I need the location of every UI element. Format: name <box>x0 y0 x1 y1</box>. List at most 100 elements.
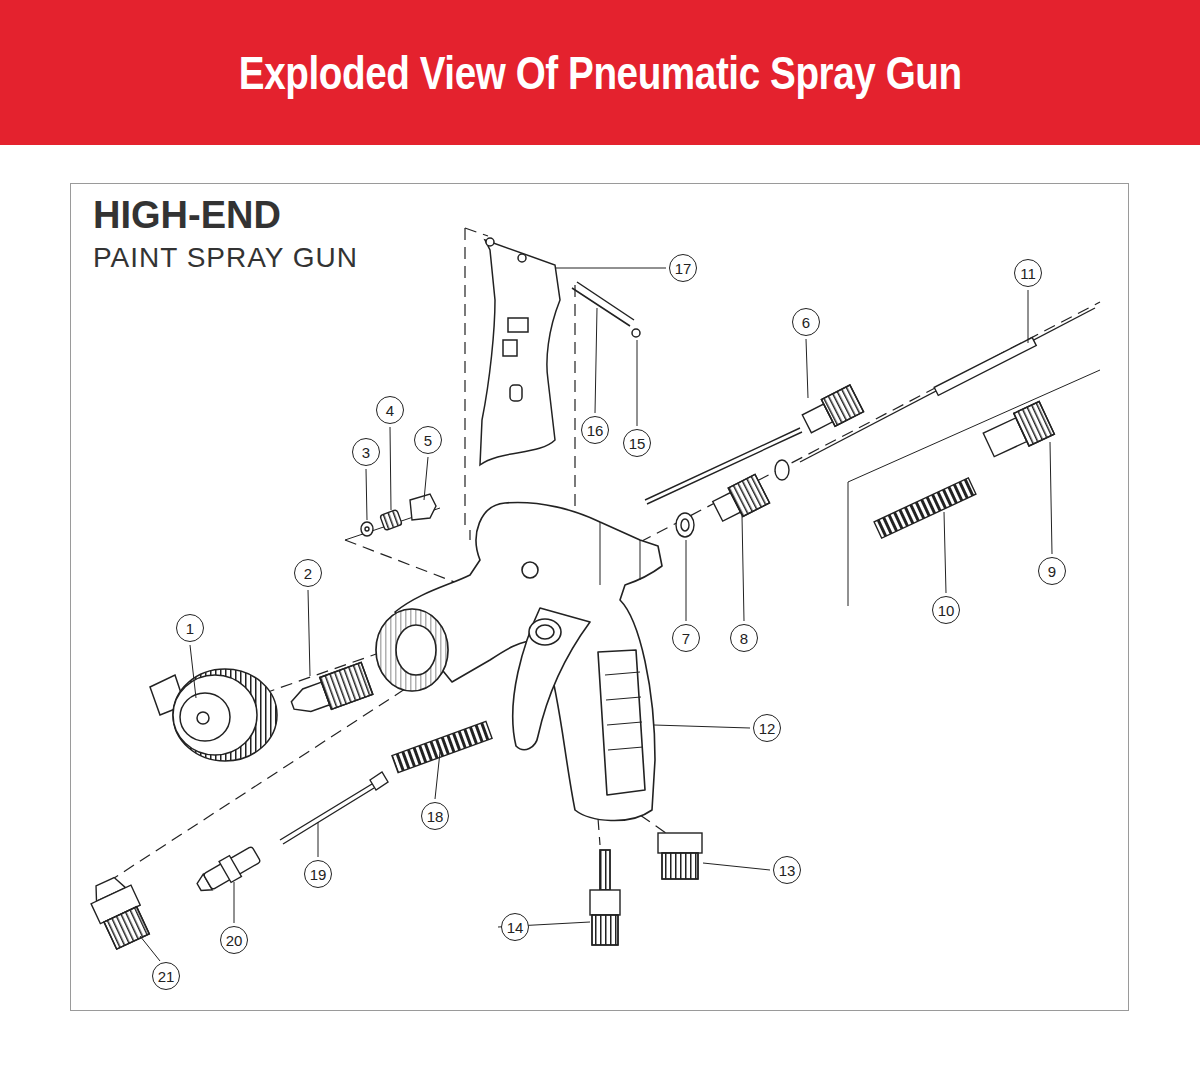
needle-assembly <box>800 308 1095 462</box>
needle-assembly <box>728 474 769 516</box>
air-fittings <box>590 890 620 915</box>
callout-number: 5 <box>424 433 432 448</box>
callout-number: 2 <box>304 566 312 581</box>
needle-assembly <box>676 513 694 537</box>
fluid-inlet-parts <box>203 846 260 890</box>
callout-number: 20 <box>226 933 243 948</box>
callout-circle: 7 <box>672 624 700 652</box>
callout-circle: 19 <box>304 860 332 888</box>
leader-lines <box>703 863 770 870</box>
dashed-axes <box>345 540 470 588</box>
air-cap <box>180 693 230 741</box>
callout-number: 14 <box>507 920 524 935</box>
callout-number: 12 <box>759 721 776 736</box>
trigger-plate <box>480 238 640 465</box>
needle-assembly <box>874 478 976 538</box>
leader-lines <box>944 512 946 593</box>
gun-body <box>529 619 561 645</box>
leader-lines <box>318 822 319 857</box>
gun-body <box>396 625 436 675</box>
callout-circle: 17 <box>669 254 697 282</box>
leader-lines <box>595 308 597 413</box>
fluid-inlet-parts <box>280 784 374 844</box>
callout-number: 3 <box>362 445 370 460</box>
callout-circle: 2 <box>294 559 322 587</box>
air-fittings <box>600 850 610 890</box>
gun-body <box>536 625 554 639</box>
bracket-lines <box>848 370 1100 482</box>
leader-lines <box>390 427 391 510</box>
leader-lines <box>1050 442 1052 554</box>
callout-circle: 4 <box>376 396 404 424</box>
leader-lines <box>654 725 750 728</box>
needle-assembly <box>681 519 689 531</box>
dashed-axes <box>598 818 600 845</box>
leader-lines <box>366 469 367 520</box>
dashed-axes <box>464 228 465 530</box>
callout-circle: 8 <box>730 624 758 652</box>
gun-body <box>605 672 643 750</box>
gun-body <box>600 522 640 585</box>
leader-lines <box>556 268 666 269</box>
callout-number: 21 <box>158 969 175 984</box>
air-fittings <box>662 853 698 879</box>
bracket-lines <box>848 482 849 606</box>
air-fittings <box>658 833 702 853</box>
callout-circle: 18 <box>421 802 449 830</box>
needle-assembly <box>821 385 863 426</box>
fluid-inlet-parts <box>219 856 241 883</box>
air-fittings <box>592 915 618 945</box>
leader-lines <box>234 882 235 923</box>
gun-body <box>376 609 448 691</box>
callout-circle: 12 <box>753 714 781 742</box>
callout-number: 1 <box>186 621 194 636</box>
needle-assembly <box>710 474 769 525</box>
trigger-plate <box>503 340 517 356</box>
needle-assembly <box>981 402 1054 462</box>
trigger-plate <box>572 282 634 326</box>
gun-body <box>522 562 538 578</box>
callout-number: 18 <box>427 809 444 824</box>
dashed-axes <box>469 530 470 540</box>
gun-body <box>376 502 662 820</box>
small-parts <box>361 494 436 536</box>
small-parts <box>361 522 373 536</box>
fluid-inlet-parts <box>193 844 262 898</box>
small-parts <box>365 527 369 531</box>
fluid-nozzle <box>287 662 373 721</box>
callout-number: 11 <box>1020 266 1036 281</box>
callout-number: 16 <box>587 423 604 438</box>
leader-lines <box>806 339 808 398</box>
callout-circle: 15 <box>623 429 651 457</box>
fluid-inlet-parts <box>104 907 149 949</box>
air-cap <box>173 669 277 761</box>
callout-circle: 1 <box>176 614 204 642</box>
air-cap <box>197 712 209 724</box>
panel-subheading: PAINT SPRAY GUN <box>93 242 358 274</box>
page-title: Exploded View Of Pneumatic Spray Gun <box>239 46 962 100</box>
leader-lines <box>140 936 160 961</box>
trigger-plate <box>518 254 526 262</box>
air-fittings <box>658 833 702 879</box>
air-fittings <box>590 833 702 945</box>
callout-circle: 21 <box>152 962 180 990</box>
callout-circle: 11 <box>1014 259 1042 287</box>
fluid-inlet-parts <box>104 907 149 949</box>
leader-lines <box>742 516 744 621</box>
needle-assembly <box>1014 402 1055 446</box>
callout-number: 8 <box>740 631 748 646</box>
dashed-axes <box>108 228 1100 882</box>
callout-number: 6 <box>802 315 810 330</box>
callout-number: 9 <box>1048 564 1056 579</box>
trigger-plate <box>508 318 528 332</box>
trigger-plate <box>486 238 494 246</box>
callout-circle: 3 <box>352 438 380 466</box>
trigger-plate <box>510 385 522 401</box>
air-fittings <box>600 850 610 890</box>
callout-circle: 13 <box>773 856 801 884</box>
small-parts <box>410 494 436 520</box>
air-cap <box>150 669 277 761</box>
dashed-axes <box>465 228 488 236</box>
